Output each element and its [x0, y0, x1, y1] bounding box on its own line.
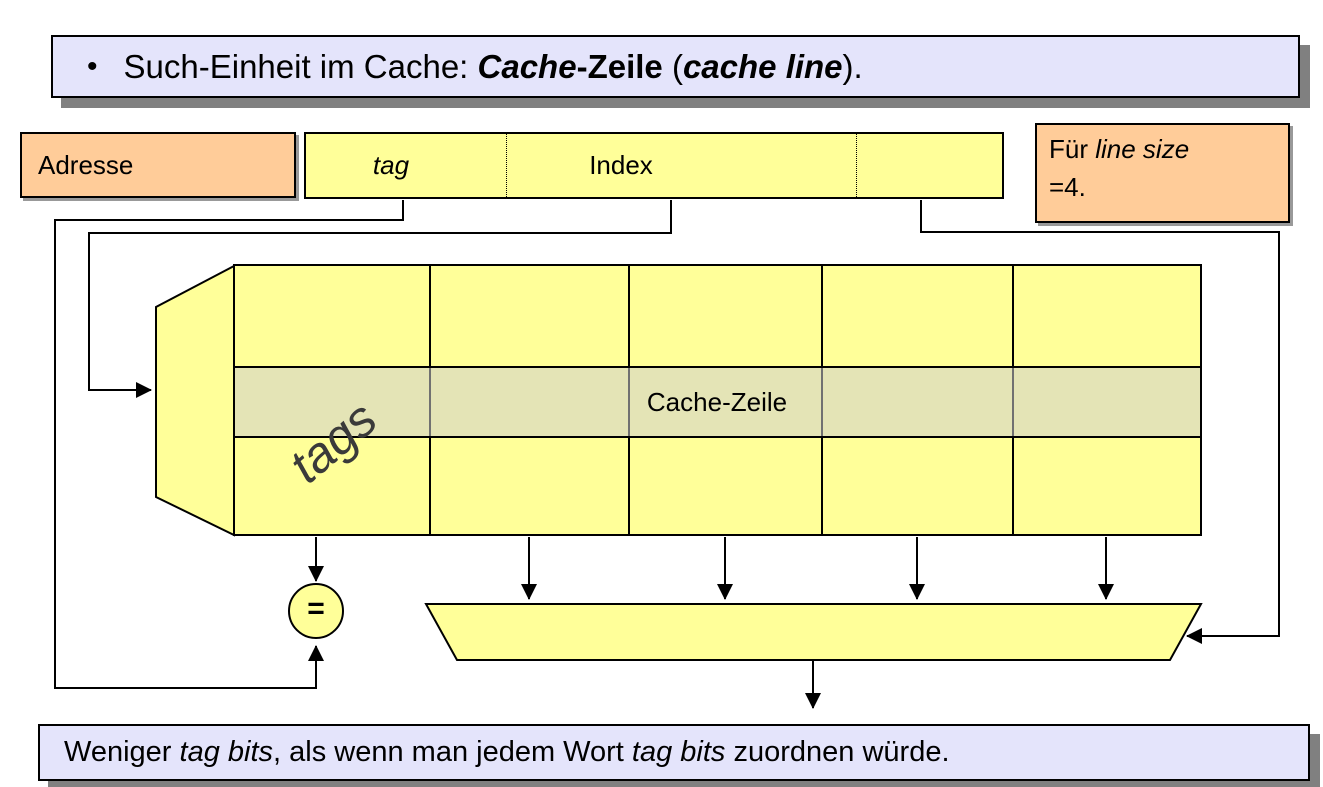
tags-hexagon: [155, 264, 235, 537]
cache-zeile-label: Cache-Zeile: [646, 386, 788, 417]
offset-field: [856, 134, 1002, 197]
tag-field: tag: [372, 150, 410, 180]
bottom-banner-run: zuordnen würde.: [725, 736, 950, 768]
bottom-banner-run: tag bits: [631, 736, 726, 768]
mux-trapezoid: [424, 603, 1203, 661]
grid-row-line: [235, 366, 1200, 368]
top-banner-run: Such-Einheit im Cache:: [123, 47, 478, 85]
adresse-label: Adresse: [38, 149, 134, 180]
top-banner-run: -Zeile: [576, 47, 663, 85]
linesize-note: Für line size =4.: [1035, 123, 1290, 223]
bottom-banner-run: tag bits: [179, 736, 274, 768]
field-divider: [856, 134, 857, 197]
bottom-banner-text: Weniger tag bits, als wenn man jedem Wor…: [64, 736, 950, 769]
bottom-banner: Weniger tag bits, als wenn man jedem Wor…: [38, 724, 1310, 781]
top-banner: • Such-Einheit im Cache: Cache-Zeile (ca…: [51, 35, 1300, 98]
bullet-icon: •: [87, 49, 98, 83]
linesize-run: line size: [1095, 134, 1190, 164]
linesize-line2: =4.: [1049, 172, 1086, 202]
top-banner-run: cache line: [682, 47, 843, 85]
equals-symbol: =: [307, 592, 325, 625]
index-field: Index: [589, 150, 653, 180]
top-banner-text: Such-Einheit im Cache: Cache-Zeile (cach…: [124, 48, 863, 86]
bottom-banner-run: Weniger: [64, 736, 180, 768]
grid-row-line: [235, 436, 1200, 438]
adresse-box: Adresse: [20, 132, 296, 198]
bottom-banner-run: , als wenn man jedem Wort: [273, 736, 632, 768]
linesize-line1: Für line size: [1049, 130, 1276, 168]
field-divider: [506, 134, 507, 197]
address-bar: tag Index: [304, 132, 1004, 199]
top-banner-run: (: [662, 47, 683, 85]
top-banner-run: Cache: [477, 47, 577, 85]
linesize-run: Für: [1049, 134, 1096, 164]
top-banner-run: ).: [842, 47, 863, 85]
